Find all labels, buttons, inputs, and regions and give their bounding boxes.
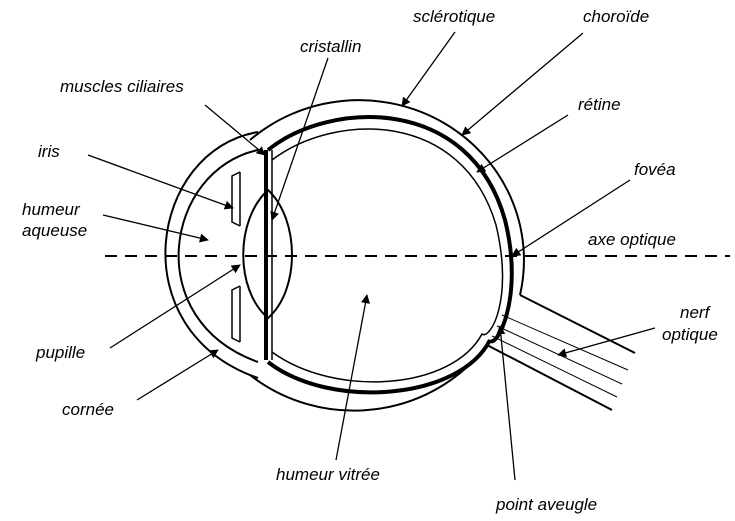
leader-humeur-aqueuse bbox=[103, 215, 208, 240]
label-iris: iris bbox=[38, 142, 60, 161]
label-sclerotique: sclérotique bbox=[413, 7, 495, 26]
label-cornee: cornée bbox=[62, 400, 114, 419]
label-nerf-optique-line2: optique bbox=[662, 325, 718, 344]
leader-sclerotique bbox=[402, 32, 455, 106]
leader-iris bbox=[88, 155, 233, 208]
leader-nerf-optique bbox=[558, 328, 655, 355]
leader-point-aveugle bbox=[500, 326, 515, 480]
leader-cornee bbox=[137, 350, 218, 400]
label-muscles-ciliaires: muscles ciliaires bbox=[60, 77, 184, 96]
label-pupille: pupille bbox=[35, 343, 85, 362]
label-humeur-aqueuse-line2: aqueuse bbox=[22, 221, 87, 240]
label-cristallin: cristallin bbox=[300, 37, 361, 56]
leader-pupille bbox=[110, 265, 240, 348]
choroid bbox=[268, 117, 512, 341]
leader-retine bbox=[477, 115, 568, 172]
label-humeur-aqueuse-line1: humeur bbox=[22, 200, 81, 219]
label-choroide: choroïde bbox=[583, 7, 649, 26]
label-axe-optique: axe optique bbox=[588, 230, 676, 249]
label-nerf-optique-line1: nerf bbox=[680, 303, 712, 322]
leader-choroide bbox=[462, 33, 583, 135]
leader-humeur-vitree bbox=[336, 295, 367, 460]
label-fovea: fovéa bbox=[634, 160, 676, 179]
label-retine: rétine bbox=[578, 95, 621, 114]
leader-muscles-ciliaires bbox=[205, 105, 265, 155]
label-humeur-vitree: humeur vitrée bbox=[276, 465, 380, 484]
label-point-aveugle: point aveugle bbox=[495, 495, 597, 514]
choroid-lower bbox=[268, 340, 490, 392]
